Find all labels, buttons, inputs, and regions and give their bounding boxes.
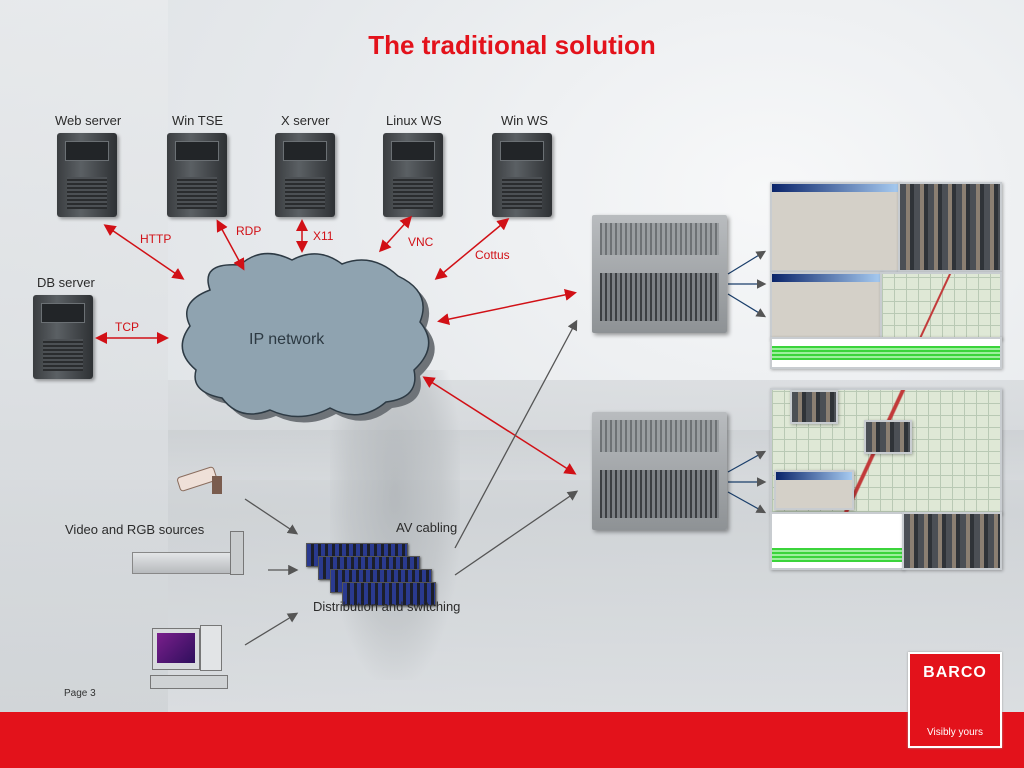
wall-bottom-info-window xyxy=(774,470,854,510)
win-ws-icon xyxy=(492,133,552,217)
display-controller-bottom xyxy=(592,412,727,530)
cottus-arrow xyxy=(434,218,510,280)
wall-top-traffic-map xyxy=(880,272,1002,340)
network-to-controller-bottom-arrow xyxy=(422,376,577,475)
x-server-icon xyxy=(275,133,335,217)
page-number: Page 3 xyxy=(64,688,96,699)
wall-bottom-camera-inset-2 xyxy=(864,420,912,454)
pc-tower-icon xyxy=(200,625,222,671)
av-cabling-bottom-arrow xyxy=(454,490,579,576)
server-label-winws: Win WS xyxy=(501,113,548,128)
pc-to-switch-arrow xyxy=(244,612,299,646)
ip-network-label: IP network xyxy=(249,331,325,348)
barco-logo-box: BARCO Visibly yours xyxy=(908,652,1002,748)
server-label-wintse: Win TSE xyxy=(172,113,224,128)
video-rgb-sources-label: Video and RGB sources xyxy=(65,522,205,537)
camera-icon xyxy=(177,466,222,494)
wall-bottom-camera-inset-1 xyxy=(790,390,838,424)
footer-bar xyxy=(0,712,1024,768)
web-server-icon xyxy=(57,133,117,217)
rack-bottom-to-wall-arrow-1 xyxy=(727,450,767,473)
server-label-web: Web server xyxy=(55,113,122,128)
db-server-label: DB server xyxy=(37,275,95,290)
wall-top-traffic-camera xyxy=(898,182,1002,272)
http-arrow xyxy=(103,224,185,280)
switch-unit-4 xyxy=(342,582,436,606)
display-controller-top xyxy=(592,215,727,333)
protocol-label-tcp: TCP xyxy=(115,320,139,334)
protocol-label-x11: X11 xyxy=(313,229,334,243)
rack-bottom-to-wall-arrow-3 xyxy=(727,491,767,514)
av-cabling-top-arrow xyxy=(454,319,578,549)
server-label-xserver: X server xyxy=(281,113,330,128)
connection-diagram xyxy=(95,215,767,646)
network-to-controller-top-arrow xyxy=(437,288,577,326)
wall-top-schedule-window xyxy=(770,272,882,340)
db-server-icon xyxy=(33,295,93,379)
wall-top-app-window xyxy=(770,182,900,272)
rdp-arrow xyxy=(216,219,245,271)
av-cabling-label: AV cabling xyxy=(396,520,458,535)
protocol-label-vnc: VNC xyxy=(408,235,434,249)
barco-tagline: Visibly yours xyxy=(927,727,983,738)
pc-monitor-icon xyxy=(152,628,200,670)
barco-logo: BARCO xyxy=(923,664,987,681)
win-tse-server-icon xyxy=(167,133,227,217)
vnc-arrow xyxy=(378,215,413,253)
remote-control-icon xyxy=(230,531,244,575)
ip-network-cloud xyxy=(181,252,430,418)
distribution-switching-label: Distribution and switching xyxy=(313,599,461,614)
wall-bottom-highway-camera xyxy=(902,512,1002,570)
keyboard-icon xyxy=(150,675,228,689)
dvd-player-icon xyxy=(132,552,242,574)
rack-top-to-wall-arrow-3 xyxy=(727,293,767,318)
rack-top-to-wall-arrow-1 xyxy=(727,250,767,275)
slide-title: The traditional solution xyxy=(368,30,656,60)
wall-bottom-status-window xyxy=(770,512,904,570)
camera-to-switch-arrow xyxy=(244,498,299,535)
server-label-linuxws: Linux WS xyxy=(386,113,442,128)
linux-ws-icon xyxy=(383,133,443,217)
wall-top-status-strip xyxy=(770,337,1002,369)
